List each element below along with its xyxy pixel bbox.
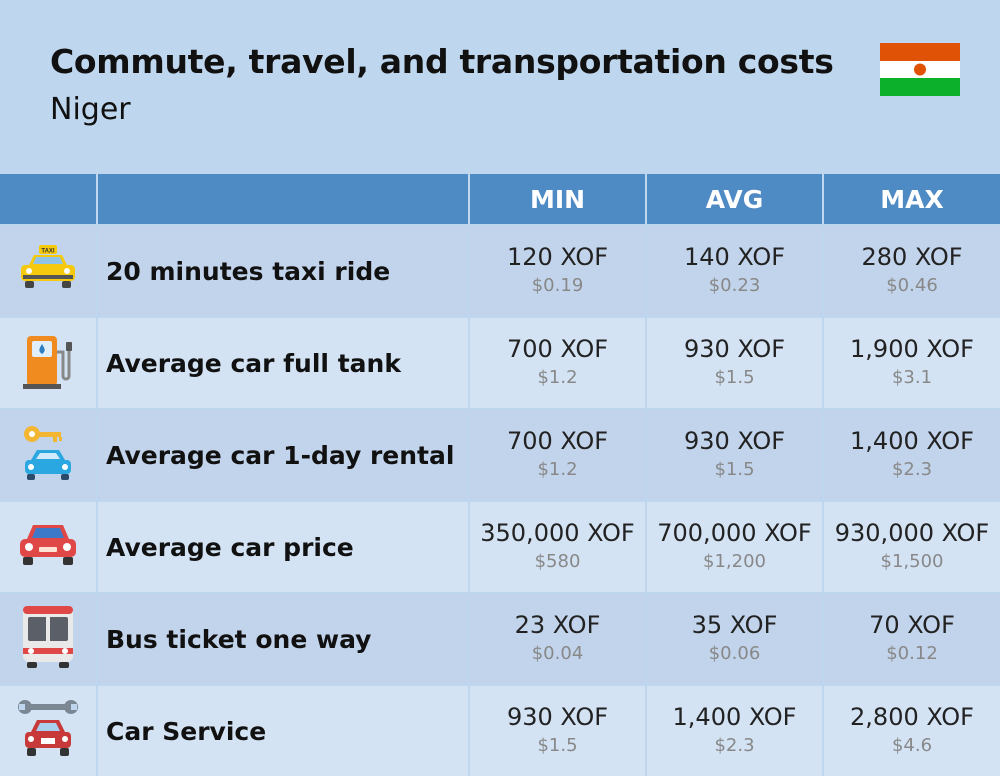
table-row: Bus ticket one way 23 XOF $0.04 35 XOF $… xyxy=(0,594,1000,684)
row-label: Bus ticket one way xyxy=(106,624,372,654)
min-value-xof: 350,000 XOF xyxy=(480,519,635,547)
row-label-cell: Average car price xyxy=(98,502,468,592)
max-value-usd: $0.46 xyxy=(886,275,938,296)
avg-value-cell: 700,000 XOF $1,200 xyxy=(647,502,822,592)
min-value-xof: 120 XOF xyxy=(506,243,609,271)
max-value-cell: 280 XOF $0.46 xyxy=(824,226,1000,316)
fuel-pump-icon xyxy=(17,330,79,396)
min-value-cell: 700 XOF $1.2 xyxy=(470,318,645,408)
avg-value-usd: $0.23 xyxy=(708,275,761,296)
min-value-usd: $0.19 xyxy=(531,275,584,296)
page-subtitle: Niger xyxy=(50,92,131,127)
table-row: Car Service 930 XOF $1.5 1,400 XOF $2.3 … xyxy=(0,686,1000,776)
avg-value-usd: $0.06 xyxy=(708,643,761,664)
avg-value-usd: $1.5 xyxy=(714,459,755,480)
max-value-usd: $0.12 xyxy=(886,643,938,664)
row-icon-cell xyxy=(0,594,96,684)
min-value-xof: 930 XOF xyxy=(506,703,609,731)
max-value-cell: 2,800 XOF $4.6 xyxy=(824,686,1000,776)
row-label: Car Service xyxy=(106,716,267,746)
row-label: Average car full tank xyxy=(106,348,401,378)
min-value-xof: 23 XOF xyxy=(514,611,601,639)
avg-value-xof: 930 XOF xyxy=(683,335,786,363)
max-value-usd: $2.3 xyxy=(891,459,933,480)
row-label-cell: Bus ticket one way xyxy=(98,594,468,684)
min-value-cell: 120 XOF $0.19 xyxy=(470,226,645,316)
min-value-usd: $1.2 xyxy=(537,367,578,388)
bus-icon xyxy=(17,604,79,674)
avg-value-xof: 1,400 XOF xyxy=(672,703,797,731)
min-value-usd: $1.2 xyxy=(537,459,578,480)
row-label-cell: 20 minutes taxi ride xyxy=(98,226,468,316)
max-value-xof: 1,400 XOF xyxy=(850,427,974,455)
max-value-xof: 70 XOF xyxy=(869,611,955,639)
max-value-cell: 1,900 XOF $3.1 xyxy=(824,318,1000,408)
table-row: Average car 1-day rental 700 XOF $1.2 93… xyxy=(0,410,1000,500)
min-value-cell: 350,000 XOF $580 xyxy=(470,502,645,592)
svg-text:TAXI: TAXI xyxy=(41,249,55,255)
min-value-cell: 23 XOF $0.04 xyxy=(470,594,645,684)
row-icon-cell xyxy=(0,502,96,592)
max-value-xof: 280 XOF xyxy=(861,243,963,271)
min-value-xof: 700 XOF xyxy=(506,427,609,455)
row-label: Average car price xyxy=(106,532,354,562)
niger-flag-icon xyxy=(880,43,960,96)
row-label-cell: Average car full tank xyxy=(98,318,468,408)
page-title: Commute, travel, and transportation cost… xyxy=(50,42,834,81)
max-value-usd: $1,500 xyxy=(880,551,944,572)
avg-value-usd: $1.5 xyxy=(714,367,755,388)
max-value-usd: $4.6 xyxy=(891,735,933,756)
table-row: Average car full tank 700 XOF $1.2 930 X… xyxy=(0,318,1000,408)
avg-value-xof: 35 XOF xyxy=(691,611,778,639)
max-value-xof: 1,900 XOF xyxy=(850,335,974,363)
row-icon-cell xyxy=(0,318,96,408)
column-header-min: MIN xyxy=(470,174,645,224)
cost-table: MIN AVG MAX TAXI 20 minutes taxi ride 12… xyxy=(0,174,1000,776)
max-value-cell: 1,400 XOF $2.3 xyxy=(824,410,1000,500)
avg-value-cell: 930 XOF $1.5 xyxy=(647,318,822,408)
taxi-icon: TAXI xyxy=(17,243,79,299)
avg-value-xof: 700,000 XOF xyxy=(657,519,812,547)
column-header-max: MAX xyxy=(824,174,1000,224)
avg-value-usd: $2.3 xyxy=(714,735,755,756)
avg-value-xof: 930 XOF xyxy=(683,427,786,455)
avg-value-cell: 35 XOF $0.06 xyxy=(647,594,822,684)
car-key-icon xyxy=(17,422,79,488)
row-label-cell: Average car 1-day rental xyxy=(98,410,468,500)
row-icon-cell xyxy=(0,410,96,500)
max-value-xof: 930,000 XOF xyxy=(834,519,990,547)
header-blank-icon-col xyxy=(0,174,96,224)
max-value-usd: $3.1 xyxy=(891,367,933,388)
row-label: Average car 1-day rental xyxy=(106,440,455,470)
min-value-usd: $0.04 xyxy=(531,643,584,664)
avg-value-usd: $1,200 xyxy=(703,551,766,572)
column-header-avg: AVG xyxy=(647,174,822,224)
min-value-usd: $1.5 xyxy=(537,735,578,756)
table-row: TAXI 20 minutes taxi ride 120 XOF $0.19 … xyxy=(0,226,1000,316)
row-icon-cell xyxy=(0,686,96,776)
red-car-icon xyxy=(17,519,79,575)
max-value-cell: 930,000 XOF $1,500 xyxy=(824,502,1000,592)
min-value-cell: 930 XOF $1.5 xyxy=(470,686,645,776)
min-value-cell: 700 XOF $1.2 xyxy=(470,410,645,500)
max-value-cell: 70 XOF $0.12 xyxy=(824,594,1000,684)
avg-value-cell: 1,400 XOF $2.3 xyxy=(647,686,822,776)
row-icon-cell: TAXI xyxy=(0,226,96,316)
wrench-car-icon xyxy=(17,696,79,766)
row-label: 20 minutes taxi ride xyxy=(106,256,391,286)
avg-value-cell: 140 XOF $0.23 xyxy=(647,226,822,316)
avg-value-cell: 930 XOF $1.5 xyxy=(647,410,822,500)
min-value-usd: $580 xyxy=(534,551,581,572)
avg-value-xof: 140 XOF xyxy=(683,243,786,271)
table-row: Average car price 350,000 XOF $580 700,0… xyxy=(0,502,1000,592)
header-blank-label-col xyxy=(98,174,468,224)
max-value-xof: 2,800 XOF xyxy=(850,703,974,731)
row-label-cell: Car Service xyxy=(98,686,468,776)
min-value-xof: 700 XOF xyxy=(506,335,609,363)
